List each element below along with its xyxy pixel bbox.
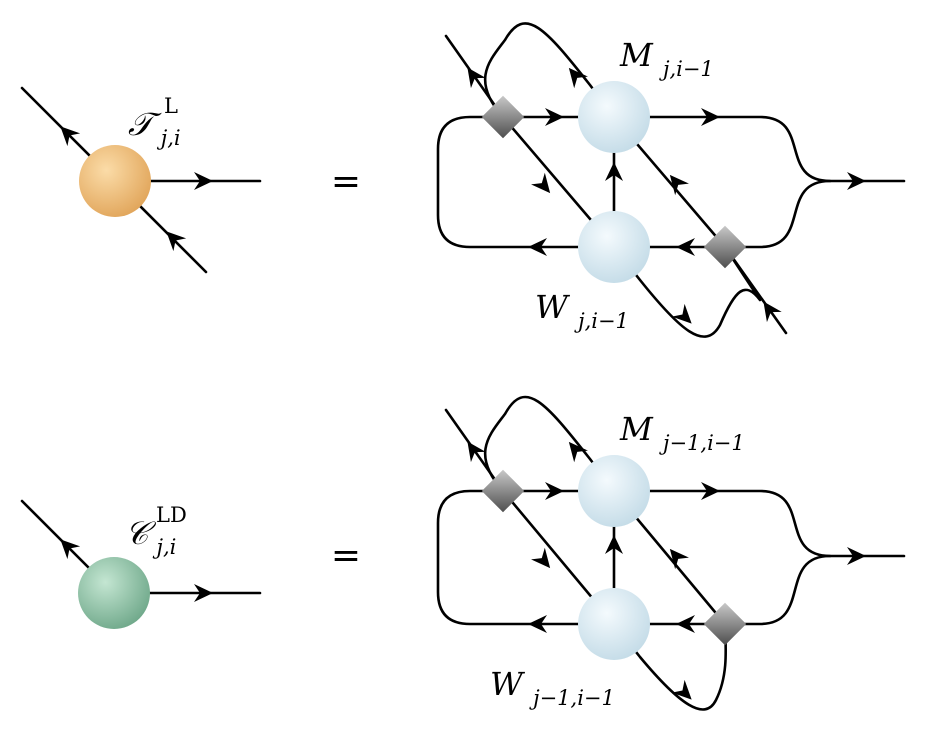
tensor-C-superscript: LD: [156, 503, 187, 527]
diamond-left-2: [481, 469, 525, 513]
lhs-tensor-C-group: 𝒞 j,i LD: [20, 499, 262, 629]
tensor-T-label: 𝒯 j,i: [128, 105, 181, 150]
tensor-C-label: 𝒞 j,i: [125, 514, 176, 559]
equals-sign-2: =: [331, 535, 361, 576]
diamond-left-1: [481, 95, 525, 139]
diamond-right-1: [703, 225, 747, 269]
tensor-T-node: [79, 145, 151, 217]
tensor-M-subscript-2: j−1,i−1: [659, 431, 745, 455]
tensor-M-label-1: M j,i−1: [619, 36, 714, 81]
tensor-W-label-1: W j,i−1: [535, 288, 629, 333]
tensor-W-subscript-2: j−1,i−1: [529, 686, 615, 710]
rhs-network-2: M j−1,i−1 W j−1,i−1: [436, 395, 906, 711]
lhs-tensor-T-group: 𝒯 j,i L: [20, 86, 262, 274]
tensor-M-subscript-1: j,i−1: [659, 57, 714, 81]
tensor-T-subscript: j,i: [157, 126, 181, 150]
tensor-M-node-2: [578, 455, 650, 527]
tensor-T-superscript: L: [164, 94, 178, 118]
tensor-W-label-2: W j−1,i−1: [490, 665, 615, 710]
tensor-W-node-2: [578, 588, 650, 660]
tensor-C-subscript: j,i: [153, 535, 177, 559]
tensor-C-node: [78, 557, 150, 629]
rhs-network-1: M j,i−1 W j,i−1: [436, 22, 906, 338]
tensor-M-label-2: M j−1,i−1: [619, 410, 745, 455]
tensor-W-node-1: [578, 211, 650, 283]
tensor-M-node-1: [578, 81, 650, 153]
diamond-right-2: [703, 602, 747, 646]
equals-sign-1: =: [331, 161, 361, 202]
tensor-W-subscript-1: j,i−1: [574, 309, 629, 333]
